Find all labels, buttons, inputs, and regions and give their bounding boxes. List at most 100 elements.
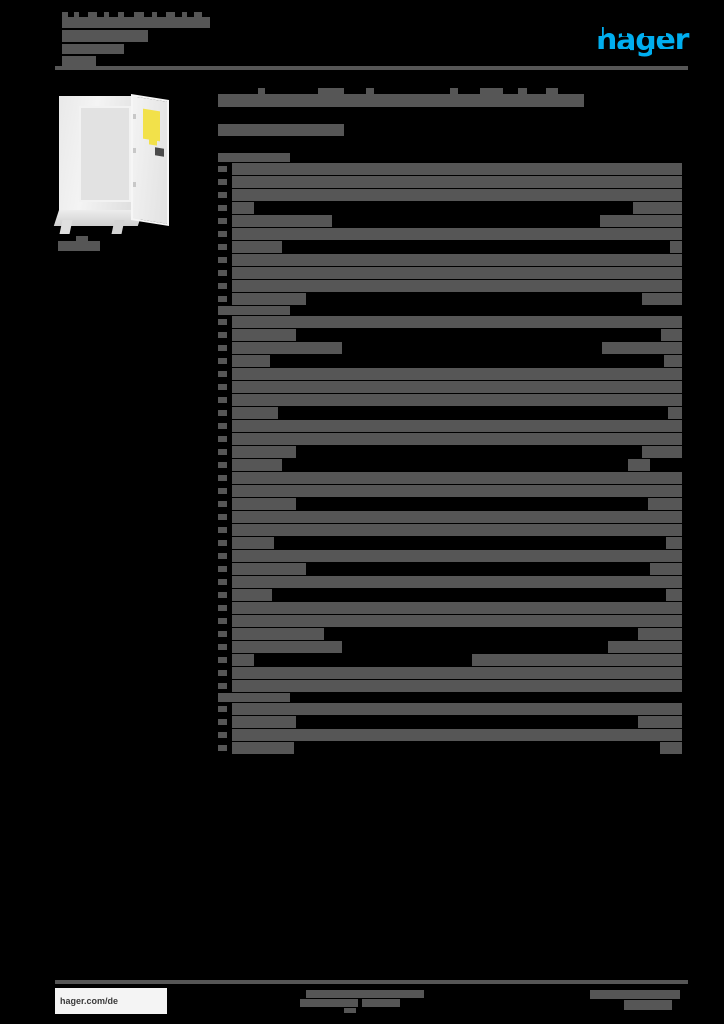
door-lock-icon bbox=[155, 147, 164, 157]
product-image bbox=[53, 88, 177, 236]
spec-row bbox=[218, 667, 682, 679]
document-pocket-tab bbox=[149, 135, 157, 146]
spec-row-full bbox=[232, 267, 682, 279]
page-subtitle bbox=[218, 124, 344, 136]
spec-row bbox=[218, 729, 682, 741]
spec-row bbox=[218, 615, 682, 627]
product-caption-ascenders bbox=[76, 236, 88, 241]
page-title bbox=[218, 94, 584, 107]
spec-row bbox=[218, 498, 682, 510]
spec-row bbox=[218, 524, 682, 536]
spec-row-marker bbox=[218, 644, 227, 650]
header-company-ascenders bbox=[62, 12, 212, 18]
spec-row-marker bbox=[218, 270, 227, 276]
spec-row-marker bbox=[218, 257, 227, 263]
spec-row bbox=[218, 641, 682, 653]
spec-row bbox=[218, 716, 682, 728]
spec-row-marker bbox=[218, 566, 227, 572]
door-hinge-top bbox=[133, 114, 136, 119]
spec-row-marker bbox=[218, 514, 227, 520]
spec-row-label bbox=[232, 628, 324, 640]
footer-center-text bbox=[300, 990, 430, 1013]
spec-row bbox=[218, 576, 682, 588]
header-company-line-3 bbox=[62, 44, 124, 54]
spec-row-marker bbox=[218, 332, 227, 338]
spec-row-label bbox=[232, 355, 270, 367]
footer-right-text bbox=[590, 990, 700, 1010]
spec-row-marker bbox=[218, 218, 227, 224]
spec-row-label bbox=[232, 563, 306, 575]
footer-right-line-2 bbox=[624, 1000, 672, 1010]
spec-row-full bbox=[232, 420, 682, 432]
spec-row bbox=[218, 163, 682, 175]
spec-row bbox=[218, 589, 682, 601]
spec-row-label bbox=[232, 716, 296, 728]
spec-row-full bbox=[232, 176, 682, 188]
spec-row bbox=[218, 189, 682, 201]
spec-row-full bbox=[232, 228, 682, 240]
spec-row-value bbox=[628, 459, 650, 471]
spec-row-label bbox=[232, 742, 294, 754]
specification-table bbox=[218, 153, 682, 755]
spec-row-full bbox=[232, 602, 682, 614]
spec-row-value bbox=[666, 537, 682, 549]
spec-row bbox=[218, 654, 682, 666]
spec-row-full bbox=[232, 189, 682, 201]
spec-row-value bbox=[661, 329, 682, 341]
spec-row-value bbox=[642, 293, 682, 305]
enclosure-illustration bbox=[53, 88, 177, 236]
spec-row-label bbox=[232, 459, 282, 471]
spec-row bbox=[218, 293, 682, 305]
spec-row bbox=[218, 241, 682, 253]
spec-row-marker bbox=[218, 670, 227, 676]
spec-row-full bbox=[232, 511, 682, 523]
spec-row-label bbox=[232, 407, 278, 419]
spec-row bbox=[218, 267, 682, 279]
spec-row-full bbox=[232, 615, 682, 627]
spec-row-value bbox=[642, 446, 682, 458]
spec-row-marker bbox=[218, 192, 227, 198]
spec-section-heading bbox=[218, 153, 290, 162]
spec-row bbox=[218, 342, 682, 354]
spec-row-label bbox=[232, 589, 272, 601]
spec-row-marker bbox=[218, 319, 227, 325]
spec-row-full bbox=[232, 524, 682, 536]
spec-row-full bbox=[232, 254, 682, 266]
spec-row-label bbox=[232, 241, 282, 253]
spec-row-marker bbox=[218, 732, 227, 738]
spec-row bbox=[218, 511, 682, 523]
spec-row-marker bbox=[218, 553, 227, 559]
spec-row-value bbox=[670, 241, 682, 253]
spec-row-marker bbox=[218, 592, 227, 598]
spec-row-value bbox=[633, 202, 682, 214]
spec-row-value bbox=[638, 716, 682, 728]
spec-row-full bbox=[232, 550, 682, 562]
spec-row-marker bbox=[218, 745, 227, 751]
spec-row-value bbox=[648, 498, 682, 510]
spec-row-label bbox=[232, 537, 274, 549]
spec-row-marker bbox=[218, 231, 227, 237]
spec-row bbox=[218, 602, 682, 614]
door-hinge-bottom bbox=[133, 182, 136, 187]
spec-row bbox=[218, 459, 682, 471]
spec-row-marker bbox=[218, 488, 227, 494]
spec-row bbox=[218, 176, 682, 188]
spec-row-full bbox=[232, 729, 682, 741]
spec-row-marker bbox=[218, 436, 227, 442]
spec-row-marker bbox=[218, 179, 227, 185]
spec-row-value bbox=[608, 641, 682, 653]
footer-url[interactable]: hager.com/de bbox=[55, 988, 167, 1014]
header-company-line-1 bbox=[62, 17, 210, 28]
spec-row-label bbox=[232, 215, 332, 227]
spec-row-label bbox=[232, 342, 342, 354]
spec-row-label bbox=[232, 641, 342, 653]
spec-row-marker bbox=[218, 244, 227, 250]
spec-row-marker bbox=[218, 283, 227, 289]
spec-row bbox=[218, 254, 682, 266]
spec-row-marker bbox=[218, 384, 227, 390]
page-footer: hager.com/de bbox=[0, 976, 724, 1024]
spec-row-full bbox=[232, 163, 682, 175]
spec-row bbox=[218, 202, 682, 214]
spec-row-value bbox=[664, 355, 682, 367]
